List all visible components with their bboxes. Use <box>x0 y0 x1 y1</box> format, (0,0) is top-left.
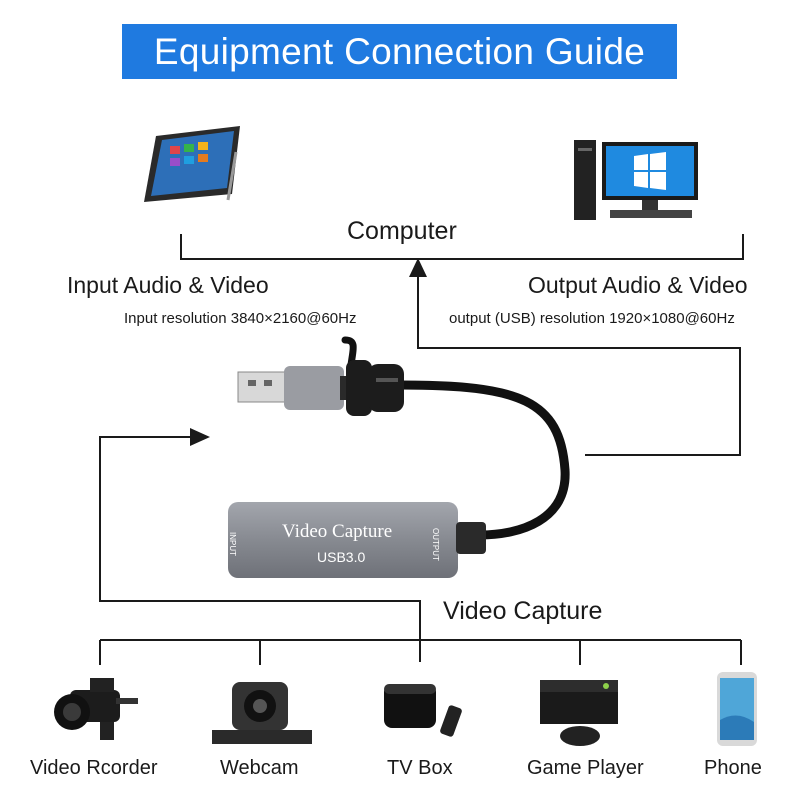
arrow-right-icon <box>190 428 210 446</box>
capture-device <box>228 502 486 578</box>
capture-device-name: Video Capture <box>282 521 393 542</box>
output-path-line <box>417 275 741 456</box>
source-label-tv-box: TV Box <box>387 757 453 779</box>
source-label-webcam: Webcam <box>220 757 299 779</box>
source-label-video-recorder: Video Rcorder <box>30 757 158 779</box>
capture-device-sub: USB3.0 <box>317 549 366 565</box>
computer-bracket <box>180 234 744 260</box>
computer-label: Computer <box>347 217 457 245</box>
tv-box-icon <box>384 684 462 737</box>
input-resolution: Input resolution 3840×2160@60Hz <box>124 310 357 327</box>
source-label-game-player: Game Player <box>527 757 644 779</box>
input-label: Input Audio & Video <box>67 272 269 298</box>
desktop-pc-icon <box>574 140 698 220</box>
input-path-line <box>99 436 421 662</box>
arrow-up-icon <box>409 258 427 277</box>
camcorder-icon <box>54 678 138 740</box>
output-resolution: output (USB) resolution 1920×1080@60Hz <box>449 310 735 327</box>
source-label-phone: Phone <box>704 757 762 779</box>
game-console-icon <box>540 680 618 746</box>
phone-icon <box>717 672 757 746</box>
output-port-label: OUTPUT <box>431 528 440 561</box>
output-label: Output Audio & Video <box>528 272 748 298</box>
tablet-icon <box>144 126 240 202</box>
video-capture-label: Video Capture <box>443 597 603 625</box>
usb-connector-icon <box>237 360 404 416</box>
usb-cable <box>395 380 570 540</box>
input-port-label: INPUT <box>228 532 237 556</box>
page-title: Equipment Connection Guide <box>122 24 677 79</box>
webcam-icon <box>212 682 312 744</box>
